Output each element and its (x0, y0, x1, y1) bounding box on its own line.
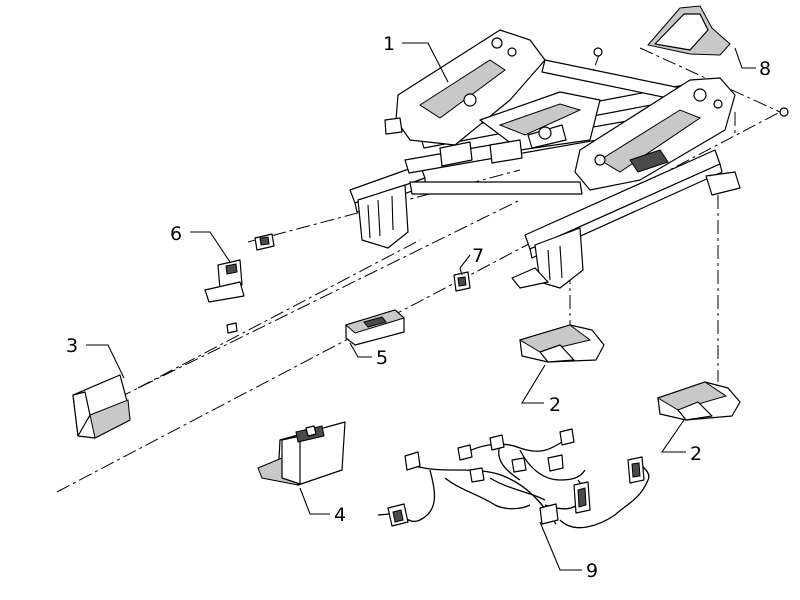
leader-2a (521, 364, 546, 404)
callout-2-left: 2 (549, 394, 561, 416)
callout-leaders (86, 42, 756, 571)
leader-2b (660, 419, 686, 453)
leader-5 (349, 342, 372, 358)
clip-part-7 (226, 271, 471, 334)
callout-1: 1 (383, 33, 395, 55)
leader-3 (86, 344, 125, 379)
callout-5: 5 (376, 347, 388, 369)
leader-1 (402, 42, 449, 83)
callout-6: 6 (170, 223, 182, 245)
cover-part-8 (647, 5, 731, 56)
end-cover-part-3 (72, 374, 131, 439)
callout-8: 8 (759, 58, 771, 80)
callout-3: 3 (66, 335, 78, 357)
cover-part-2-left (518, 324, 605, 363)
leader-8 (734, 47, 756, 69)
leader-9 (539, 521, 582, 571)
cover-part-4 (257, 421, 346, 486)
callout-9: 9 (586, 560, 598, 582)
seat-frame-assembly (349, 29, 789, 289)
leader-6 (190, 231, 231, 263)
leader-4 (299, 487, 330, 515)
trim-part-5 (345, 309, 405, 346)
callout-7: 7 (472, 245, 484, 267)
bracket-part-6 (204, 233, 275, 303)
cover-part-2-right (656, 381, 741, 421)
callout-2-right: 2 (690, 443, 702, 465)
leader-7 (459, 254, 471, 276)
callout-4: 4 (334, 504, 346, 526)
wiring-harness-part-9 (377, 428, 650, 529)
callout-numbers: 1 8 6 7 3 5 2 2 4 9 (66, 33, 771, 582)
